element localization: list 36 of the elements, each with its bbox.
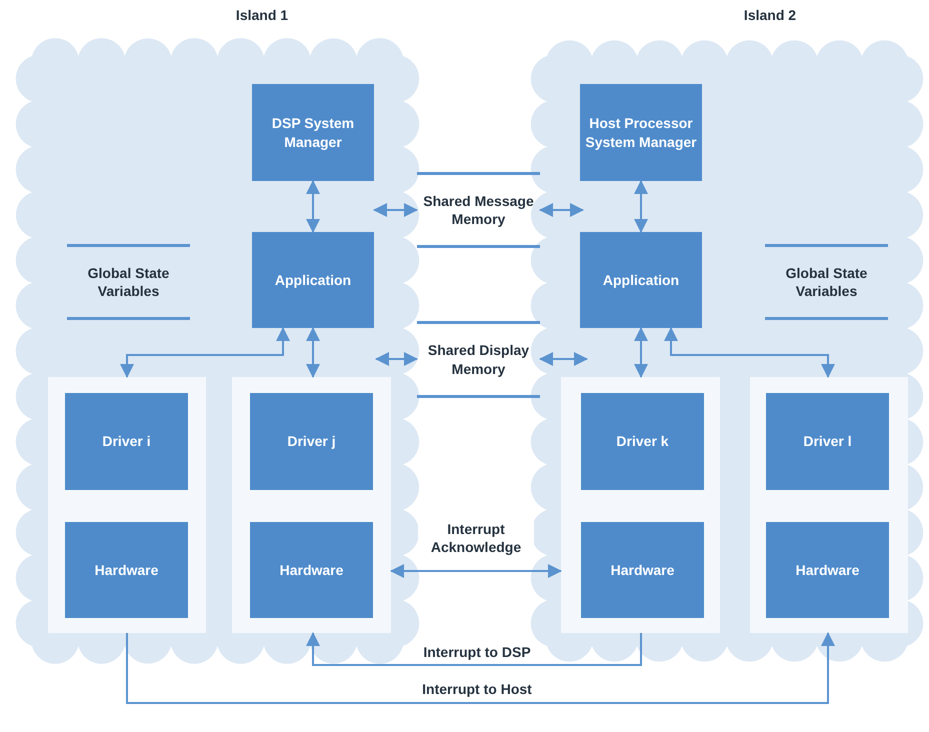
arrow xyxy=(373,203,418,217)
process-box: Driver j xyxy=(250,393,373,490)
process-box: Hardware xyxy=(581,522,704,618)
arrow xyxy=(390,564,562,578)
process-box: Driver i xyxy=(65,393,188,490)
process-box: Hardware xyxy=(65,522,188,618)
process-box: Host Processor System Manager xyxy=(580,84,702,181)
arrow xyxy=(539,352,588,366)
process-box: Application xyxy=(252,232,374,328)
process-box: Driver k xyxy=(581,393,704,490)
arrow xyxy=(126,632,835,704)
ruled-text-block: Global State Variables xyxy=(765,244,888,320)
edge-label: Interrupt Acknowledge xyxy=(418,520,534,556)
arrow xyxy=(539,203,584,217)
arrow xyxy=(664,327,835,378)
arrow xyxy=(120,327,290,378)
region-title: Island 2 xyxy=(744,7,796,23)
arrow xyxy=(306,632,642,666)
process-box: Driver l xyxy=(766,393,889,490)
panel-background xyxy=(750,377,908,633)
process-box: DSP System Manager xyxy=(252,84,374,181)
arrow xyxy=(306,327,320,378)
arrow xyxy=(306,180,320,233)
process-box: Hardware xyxy=(766,522,889,618)
region-title: Island 1 xyxy=(236,7,288,23)
ruled-text-block: Shared Message Memory xyxy=(417,172,540,248)
arrow xyxy=(634,180,648,233)
arrow xyxy=(634,327,648,378)
ruled-text-block: Global State Variables xyxy=(67,244,190,320)
process-box: Application xyxy=(580,232,702,328)
arrow xyxy=(375,352,418,366)
panel-background xyxy=(232,377,391,633)
panel-background xyxy=(48,377,206,633)
process-box: Hardware xyxy=(250,522,373,618)
panel-background xyxy=(561,377,720,633)
ruled-text-block: Shared Display Memory xyxy=(417,321,540,398)
